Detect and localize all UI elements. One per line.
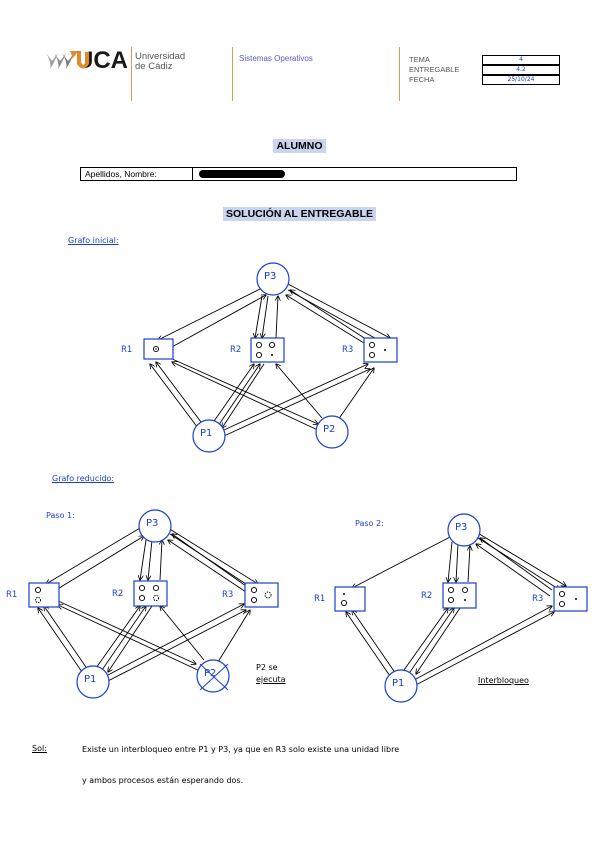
edge-p1-r1a [150,364,199,429]
label-p1-step1: P1 [84,674,97,685]
label-entregable: ENTREGABLE [409,65,460,74]
course-name: Sistemas Operativos [239,54,313,63]
node-r3-step1 [244,582,279,608]
label-r2-step1: R2 [112,589,124,599]
node-r1-step1 [28,582,60,608]
initial-graph-label: Grafo inicial: [68,236,119,245]
node-p3-step1 [138,509,172,543]
university-line-2: de Cádiz [135,61,173,72]
value-entregable: 4.2 [482,65,560,75]
header-divider-3 [399,47,400,101]
logo: UCA [44,46,134,76]
meta-labels: TEMA ENTREGABLE FECHA [409,55,459,85]
conclusion-label: Sol: [32,744,47,753]
edge-p2-r1 [172,362,323,433]
value-tema: 4 [482,55,560,65]
edge-p3-r2a [255,295,263,338]
edge-p1-r3a [223,364,368,431]
student-section-title: ALUMNO [0,139,599,153]
edge-r3-p3a [286,295,373,349]
label-p2-step1: P2 [204,668,217,679]
step1-graph [38,527,258,683]
p2-crossout-2 [199,663,229,691]
edge-r2-p1 [222,363,265,428]
label-r1-step2: R1 [314,594,326,604]
edge-p3-r3a [287,283,390,338]
logo-orange-u [77,52,89,69]
university-name: Universidad de Cádiz [135,52,185,72]
node-p1 [192,419,226,453]
label-r3-step2: R3 [532,594,544,604]
conclusion-line-2: y ambos procesos están esperando dos. [82,776,244,785]
p2-note-line-1: P2 se [256,663,278,672]
edge-p2-r2 [276,364,323,419]
label-r2-initial: R2 [230,345,242,355]
initial-graph-nodes [143,262,398,453]
conclusion-line-1: Existe un interbloqueo entre P1 y P3, ya… [82,745,400,754]
value-fecha: 25/10/24 [482,75,560,85]
label-p3-step2: P3 [455,522,468,533]
edge-r1-p2 [169,357,318,424]
edge-p1-r2b [217,364,260,427]
label-r3-step1: R3 [222,590,234,600]
step2-label: Paso 2: [355,519,384,528]
label-r1-initial: R1 [121,345,133,355]
label-p3-step1: P3 [146,518,159,529]
label-p1-step2: P1 [392,678,405,689]
edge-p1-r2a [211,364,254,425]
node-p3 [256,262,290,296]
solution-section-title: SOLUCIÓN AL ENTREGABLE [0,207,599,221]
edge-p3-r2b [262,295,269,338]
step1-label: Paso 1: [46,511,75,520]
edge-p2-r3 [337,368,374,421]
node-r3-step2 [553,586,588,612]
node-r1-step2 [334,586,366,612]
deadlock-label: Interbloqueo [478,676,529,685]
node-r2-step2 [442,582,477,609]
label-r2-step2: R2 [421,591,433,601]
header-divider-1 [131,47,132,101]
edge-r3-p3b [290,290,373,344]
node-r2-step1 [133,580,168,607]
label-r3-initial: R3 [342,345,354,355]
student-name-label: Apellidos, Nombre: [85,169,157,179]
node-r3 [363,337,398,363]
step1-graph-nodes [28,509,279,699]
label-p2-initial: P2 [323,424,336,435]
edge-p1-r3b [223,369,370,437]
node-p1-step2 [384,669,418,703]
step2-graph [346,531,566,687]
university-line-1: Universidad [135,51,186,62]
p2-note-line-2: ejecuta [256,675,286,684]
edge-p3-r1 [158,287,263,340]
edge-p1-r1b [156,362,205,427]
logo-text: UCA [76,47,128,74]
redacted-name [199,170,285,178]
label-r1-step1: R1 [6,590,18,600]
step2-graph-nodes [334,513,588,703]
header-divider-2 [232,47,233,101]
node-p1-step1 [76,665,110,699]
node-r2 [250,337,285,363]
edge-r1-p3 [169,295,266,349]
node-p2 [315,415,349,449]
label-tema: TEMA [409,55,430,64]
reduced-graph-label: Grafo reducido: [52,474,115,483]
label-p1-initial: P1 [200,428,213,439]
label-p3-initial: P3 [264,271,277,282]
student-name-row: Apellidos, Nombre: [80,167,517,181]
p2-note: P2 se ejecuta [256,662,286,686]
initial-graph [150,283,390,437]
uca-emblem-icon [46,51,78,69]
node-p3-step2 [447,513,481,547]
label-fecha: FECHA [409,75,435,84]
student-name-cell-divider [192,168,193,180]
edge-r2-p3 [276,296,278,339]
